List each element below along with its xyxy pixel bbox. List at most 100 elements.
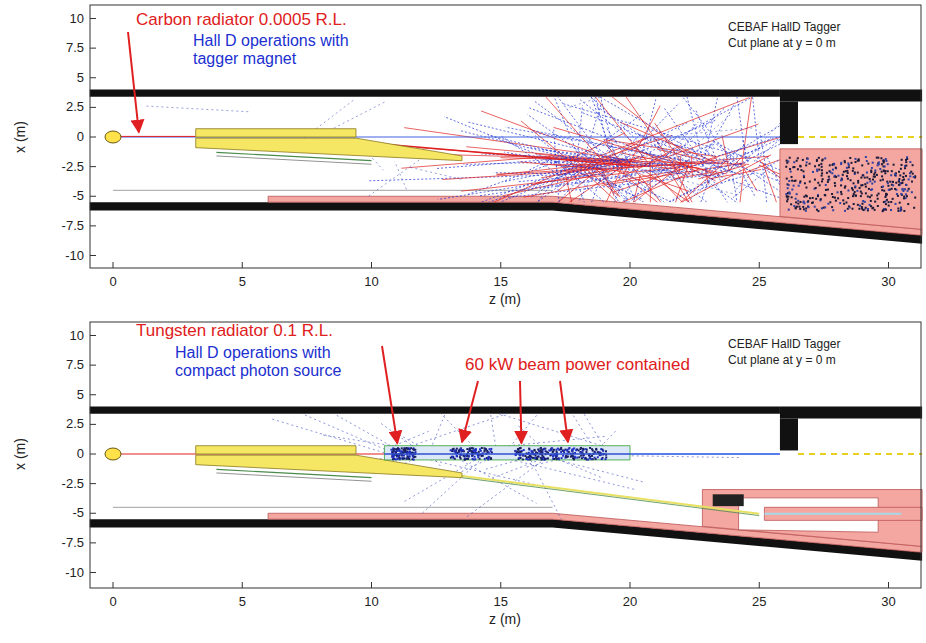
shower-dot [392,449,394,451]
shower-dot [542,456,544,458]
shower-dot [518,458,520,460]
shower-dot [822,159,824,161]
shower-dot [467,458,469,460]
tick-label: 7.5 [66,358,84,373]
tick-mark [371,582,372,588]
goniometer [105,131,121,143]
shower-dot [480,450,482,452]
shower-dot [551,447,553,449]
shower-dot [544,458,546,460]
shower-dot [487,458,489,460]
shower-dot [806,157,808,159]
shower-dot [465,455,467,457]
shower-dot [475,448,477,450]
shower-dot [558,458,560,460]
tick-label: 20 [623,595,637,610]
shower-dot [796,160,798,162]
shower-dot [534,457,536,459]
shower-dot [566,450,568,452]
shower-dot [393,458,395,460]
shower-dot [811,202,813,204]
shower-dot [540,447,542,449]
tick-label: -2.5 [62,159,84,174]
shower-dot [471,455,473,457]
shower-dot [459,449,461,451]
shower-dot [887,170,889,172]
shower-dot [827,179,829,181]
shower-dot [807,201,809,203]
shower-dot [474,458,476,460]
shower-dot [835,167,837,169]
shower-dot [903,197,905,199]
shower-dot [847,190,849,192]
shower-dot [595,448,597,450]
shower-dot [488,448,490,450]
shower-dot [392,458,394,460]
shower-dot [580,451,582,453]
track [554,127,720,174]
shower-dot [809,163,811,165]
shower-dot [793,185,795,187]
shower-dot [894,203,896,205]
shower-dot [861,206,863,208]
shower-dot [906,195,908,197]
shower-dot [460,458,462,460]
shower-dot [901,182,903,184]
track [759,161,780,192]
shower-dot [879,168,881,170]
shower-dot [402,458,404,460]
shower-dot [827,181,829,183]
shower-dot [552,451,554,453]
shower-dot [860,184,862,186]
leader-arrow [462,381,478,442]
shower-dot [592,450,594,452]
shower-dot [880,179,882,181]
tick-label: -10 [65,248,84,263]
shower-dot [888,189,890,191]
track [754,105,780,161]
tick-label: 2.5 [66,100,84,115]
shower-dot [538,455,540,457]
shower-dot [456,455,458,457]
track [646,171,765,202]
shower-dot [471,450,473,452]
shower-dot [837,191,839,193]
shower-dot [404,451,406,453]
shower-dot [550,449,552,451]
shower-dot [881,171,883,173]
shower-dot [853,182,855,184]
shower-dot [827,189,829,191]
shower-dot [870,170,872,172]
track [735,165,759,190]
tick-label: 20 [623,275,637,290]
shower-dot [887,182,889,184]
tick-mark [500,262,501,268]
shower-dot [877,198,879,200]
shower-dot [483,447,485,449]
tick-label: 0 [109,595,116,610]
shower-dot [529,449,531,451]
track [646,143,740,174]
shower-dot [805,187,807,189]
shower-dot [905,184,907,186]
shower-dot [802,170,804,172]
tick-label: -2.5 [62,476,84,491]
shower-dot [872,207,874,209]
track [549,170,685,203]
shower-dot [817,194,819,196]
shower-dot [805,207,807,209]
shower-dot [802,206,804,208]
shower-dot [535,454,537,456]
shower-dot [786,178,788,180]
shower-dot [832,169,834,171]
leader-arrows [128,32,568,443]
shower-dot [812,201,814,203]
shower-dot [818,164,820,166]
shower-dot [913,207,915,209]
shower-dot [817,195,819,197]
shower-dot [533,449,535,451]
shower-dot [901,194,903,196]
callout-text: Tungsten radiator 0.1 R.L. [136,321,333,341]
tagger-magnet [196,446,356,454]
shower-dot [898,184,900,186]
